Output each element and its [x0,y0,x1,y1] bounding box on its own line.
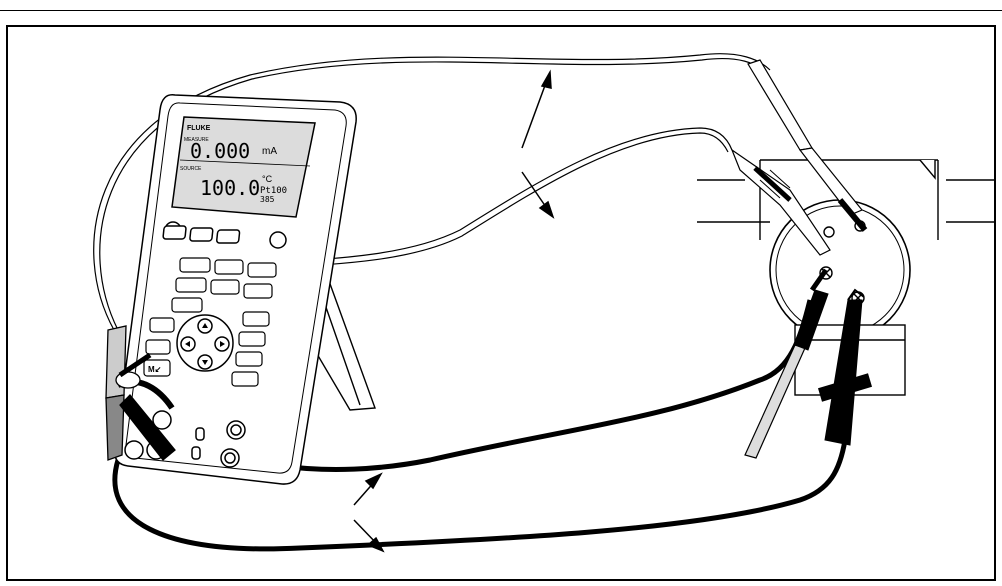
sensor-coeff: 385 [260,195,275,204]
measure-value: 0.000 [190,139,250,163]
source-unit: °C [262,174,273,184]
lead-arrows [354,72,553,551]
m-key-label: M↙ [148,365,161,374]
brand-logo: FLUKE [187,125,211,132]
navigation-pad [177,315,233,371]
light-button [270,232,286,248]
measure-unit: mA [262,146,277,157]
source-label: SOURCE [180,166,202,172]
source-value: 100.0 [200,176,260,200]
